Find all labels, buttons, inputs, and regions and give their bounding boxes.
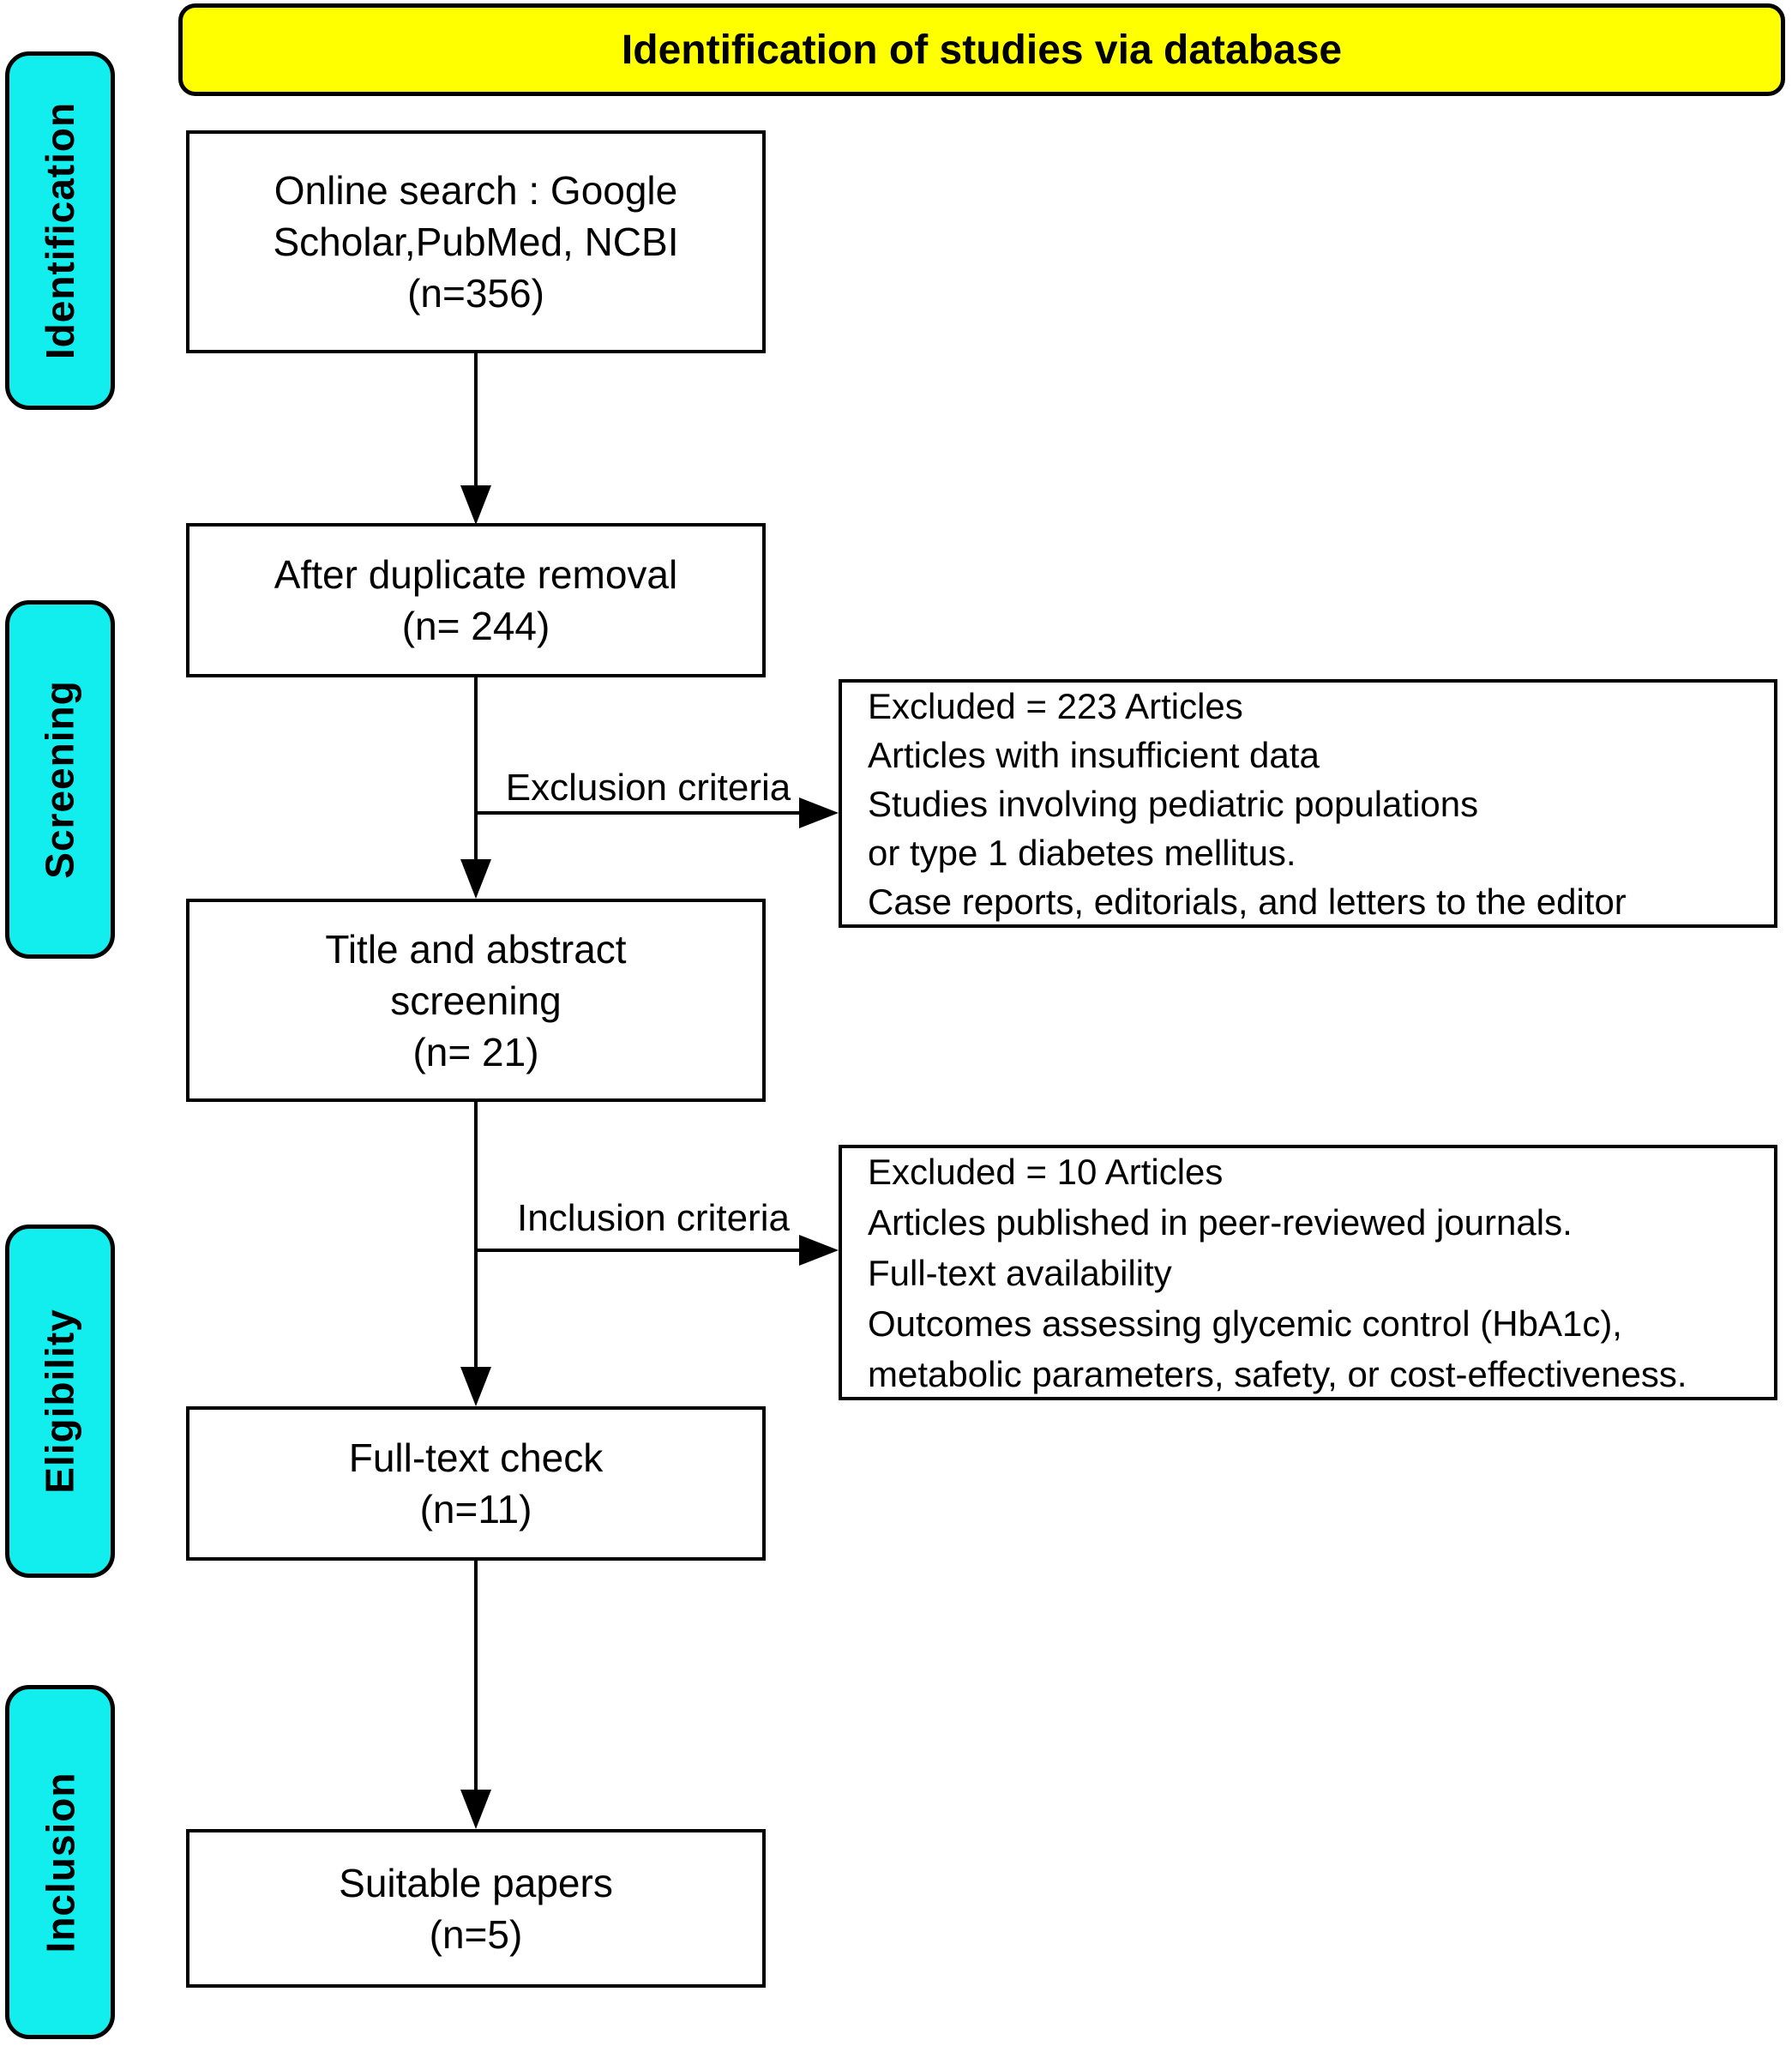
node-title-abstract-line: screening — [390, 978, 562, 1023]
node-online-search-count: (n=356) — [407, 271, 544, 316]
node-suitable-papers: Suitable papers (n=5) — [186, 1829, 766, 1988]
excluded-223-line: Excluded = 223 Articles — [868, 685, 1243, 726]
excluded-10-line: Full-text availability — [868, 1252, 1172, 1293]
node-title-abstract-line: Title and abstract — [325, 926, 627, 972]
node-suitable-papers-line: Suitable papers — [339, 1860, 613, 1905]
arrowhead-suitable — [460, 1790, 491, 1829]
node-duplicate-removal-count: (n= 244) — [401, 604, 550, 648]
excluded-10-line: Articles published in peer-reviewed jour… — [868, 1201, 1573, 1243]
stage-inclusion: Inclusion — [5, 1685, 115, 2039]
stage-inclusion-label: Inclusion — [38, 1772, 82, 1953]
excluded-10-box: Excluded = 10 Articles Articles publishe… — [839, 1145, 1777, 1400]
node-title-abstract-screening: Title and abstract screening (n= 21) — [186, 899, 766, 1102]
node-online-search: Online search : Google Scholar,PubMed, N… — [186, 130, 766, 353]
stage-eligibility: Eligibility — [5, 1225, 115, 1578]
node-title-abstract-count: (n= 21) — [412, 1029, 539, 1074]
excluded-10-line: Outcomes assessing glycemic control (HbA… — [868, 1303, 1622, 1344]
node-duplicate-removal-line: After duplicate removal — [274, 552, 678, 597]
node-fulltext-check-count: (n=11) — [419, 1487, 532, 1531]
excluded-10-line: Excluded = 10 Articles — [868, 1151, 1224, 1192]
node-fulltext-check-line: Full-text check — [348, 1435, 604, 1480]
excluded-10-line: metabolic parameters, safety, or cost-ef… — [868, 1353, 1687, 1394]
stage-identification-label: Identification — [38, 101, 83, 360]
node-online-search-line: Scholar,PubMed, NCBI — [273, 220, 679, 264]
node-suitable-papers-count: (n=5) — [429, 1911, 523, 1957]
excluded-223-line: Case reports, editorials, and letters to… — [868, 881, 1627, 922]
node-fulltext-check: Full-text check (n=11) — [186, 1406, 766, 1561]
stage-screening: Screening — [5, 600, 115, 959]
excluded-223-box: Excluded = 223 Articles Articles with in… — [839, 679, 1777, 928]
exclusion-criteria-label: Exclusion criteria — [505, 767, 791, 809]
stage-identification: Identification — [5, 51, 115, 410]
arrowhead-fulltext — [460, 1367, 491, 1406]
header-banner: Identification of studies via database — [178, 3, 1785, 96]
stage-screening-label: Screening — [38, 680, 83, 879]
arrowhead-screening — [460, 859, 491, 899]
excluded-223-line: Studies involving pediatric populations — [868, 783, 1479, 824]
excluded-223-line: or type 1 diabetes mellitus. — [868, 832, 1296, 873]
stage-eligibility-label: Eligibility — [38, 1309, 82, 1494]
inclusion-criteria-label: Inclusion criteria — [517, 1197, 790, 1239]
excluded-223-line: Articles with insufficient data — [868, 734, 1320, 775]
arrowhead-duplicate — [460, 485, 491, 525]
node-online-search-line: Online search : Google — [274, 168, 678, 213]
node-duplicate-removal: After duplicate removal (n= 244) — [186, 523, 766, 677]
